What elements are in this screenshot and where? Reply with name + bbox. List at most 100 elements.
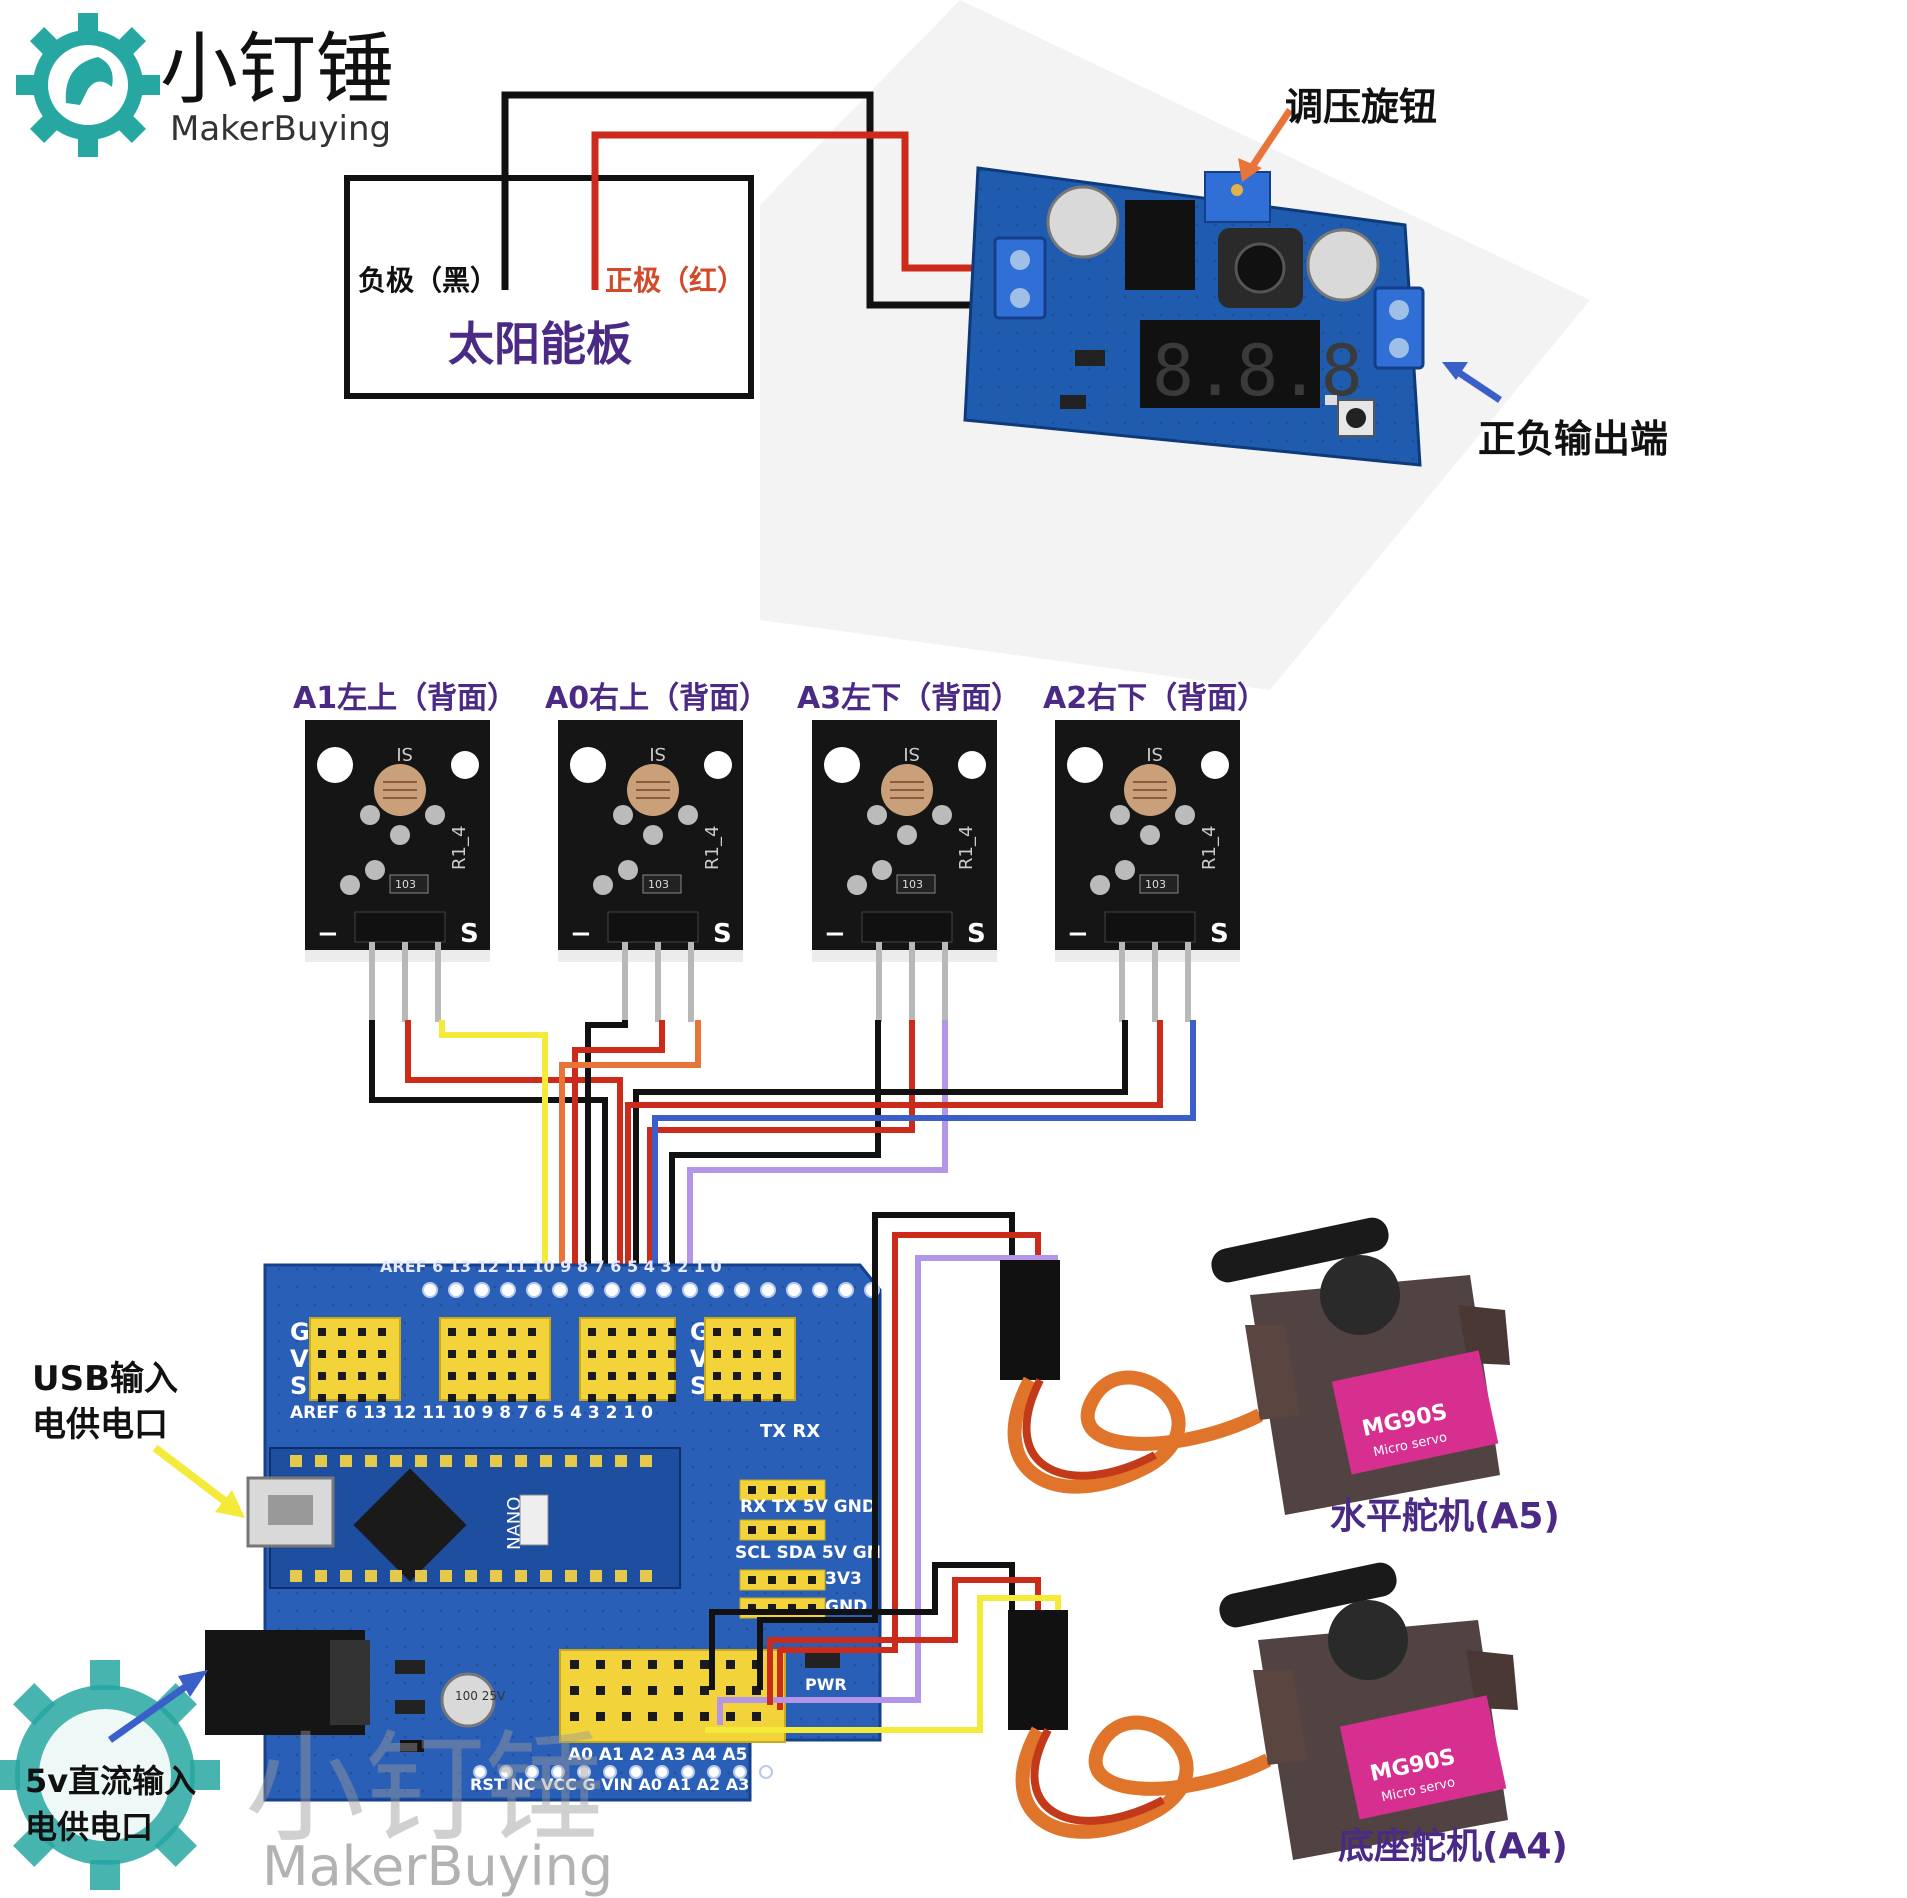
mount-hole-icon bbox=[570, 747, 606, 783]
i2c-label: SCL SDA 5V GND bbox=[735, 1543, 895, 1563]
pin-s-label: S bbox=[967, 919, 986, 949]
capacitor-icon bbox=[1306, 228, 1380, 302]
input-terminal bbox=[993, 236, 1047, 320]
mount-hole-icon bbox=[1067, 747, 1103, 783]
pin-s-label: S bbox=[713, 919, 732, 949]
solar-black-wire bbox=[501, 91, 1010, 309]
sensor-label-a1: A1左上（背面） bbox=[293, 681, 517, 716]
logo-cn: 小钉锤 bbox=[160, 25, 394, 115]
usb-label-2: 电供电口 bbox=[32, 1405, 168, 1445]
mount-hole-icon bbox=[317, 747, 353, 783]
servo-horizontal-label: 水平舵机(A5) bbox=[1330, 1496, 1560, 1537]
usb-arrow bbox=[152, 1444, 233, 1509]
sensor-label-a0: A0右上（背面） bbox=[545, 681, 769, 716]
pin-hole bbox=[682, 1282, 698, 1298]
gear-icon bbox=[0, 1660, 220, 1890]
sensor-si-label: SI bbox=[1146, 743, 1163, 764]
output-terminal bbox=[1373, 286, 1425, 370]
arrow-head-icon bbox=[215, 1490, 245, 1518]
solar-positive-label: 正极（红） bbox=[605, 264, 745, 297]
pin-hole bbox=[656, 1282, 672, 1298]
servo-base-label: 底座舵机(A4) bbox=[1338, 1826, 1568, 1867]
knob-arrow bbox=[1247, 108, 1293, 172]
pin-hole bbox=[604, 1282, 620, 1298]
pin-hole bbox=[708, 1282, 724, 1298]
sensor-si-label: SI bbox=[396, 743, 413, 764]
pin-hole bbox=[448, 1282, 464, 1298]
pin-hole bbox=[552, 1282, 568, 1298]
output-arrow bbox=[1453, 367, 1502, 403]
pin-hole bbox=[681, 1765, 695, 1779]
gvs-s-right: S bbox=[690, 1372, 707, 1400]
pin-hole bbox=[838, 1282, 854, 1298]
yellow-header-block bbox=[309, 1317, 401, 1402]
pin-hole bbox=[655, 1765, 669, 1779]
horizontal-servo: MG90S Micro servo bbox=[1000, 1217, 1510, 1515]
mount-hole-icon bbox=[451, 751, 479, 779]
potentiometer-knob bbox=[1204, 171, 1271, 223]
capacitor-icon bbox=[1046, 185, 1120, 259]
txrx-label: TX RX bbox=[760, 1421, 820, 1442]
sensor-pin bbox=[1119, 942, 1125, 1022]
reset-button bbox=[519, 1494, 549, 1546]
sensor-pin bbox=[1185, 942, 1191, 1022]
resistor-code: 103 bbox=[395, 878, 416, 891]
analog-header-block bbox=[559, 1649, 786, 1743]
logo-en-watermark: MakerBuying bbox=[262, 1835, 613, 1898]
pin-hole bbox=[759, 1765, 773, 1779]
gvs-g: G bbox=[290, 1318, 310, 1346]
pin-hole bbox=[629, 1765, 643, 1779]
sensor-chip-label: R1_4 bbox=[702, 826, 723, 870]
logo-en: MakerBuying bbox=[170, 109, 391, 149]
sensor-chip-label: R1_4 bbox=[956, 826, 977, 870]
usb-label-1: USB输入 bbox=[32, 1359, 178, 1399]
v33-label: 3V3 bbox=[825, 1569, 862, 1589]
mount-hole-icon bbox=[704, 751, 732, 779]
sensor-si-label: SI bbox=[649, 743, 666, 764]
pin-hole bbox=[734, 1282, 750, 1298]
sensor-shield-board: AREF 6 13 12 11 10 9 8 7 6 5 4 3 2 1 0 G… bbox=[205, 1257, 895, 1802]
base-servo: MG90S Micro servo bbox=[1008, 1562, 1518, 1860]
arrow-head-icon bbox=[1238, 158, 1262, 182]
yellow-header-block bbox=[739, 1479, 826, 1501]
sensor-pin bbox=[688, 942, 694, 1022]
sensor-pin bbox=[876, 942, 882, 1022]
board-top-pins: AREF 6 13 12 11 10 9 8 7 6 5 4 3 2 1 0 bbox=[380, 1257, 722, 1276]
sensor-chip-label: R1_4 bbox=[1199, 826, 1220, 870]
pin-hole bbox=[473, 1765, 487, 1779]
gvs-s: S bbox=[290, 1372, 307, 1400]
yellow-header-block bbox=[704, 1317, 796, 1402]
solar-red-wire bbox=[591, 131, 1010, 290]
resistor-code: 103 bbox=[648, 878, 669, 891]
dc-label-1: 5v直流输入 bbox=[25, 1762, 196, 1800]
pin-hole bbox=[707, 1765, 721, 1779]
logo-cn-watermark: 小钉锤 bbox=[245, 1720, 605, 1859]
mount-hole-icon bbox=[958, 751, 986, 779]
sensor-pin bbox=[622, 942, 628, 1022]
pin-hole bbox=[474, 1282, 490, 1298]
yellow-header-block bbox=[739, 1519, 826, 1541]
dc-arrow bbox=[107, 1677, 198, 1743]
pin-hole bbox=[760, 1282, 776, 1298]
logo-bottom: 小钉锤 MakerBuying bbox=[0, 1660, 613, 1898]
mount-hole-icon bbox=[824, 747, 860, 783]
cap-text: 100 25V bbox=[455, 1689, 506, 1703]
gvs-v: V bbox=[290, 1345, 309, 1373]
sensor-label-a2: A2右下（背面） bbox=[1043, 681, 1267, 716]
mount-hole-icon bbox=[1201, 751, 1229, 779]
sensor-pin bbox=[1152, 942, 1158, 1022]
pin-hole bbox=[630, 1282, 646, 1298]
sensor-label-a3: A3左下（背面） bbox=[797, 681, 1021, 716]
digital-row-labels: AREF 6 13 12 11 10 9 8 7 6 5 4 3 2 1 0 bbox=[290, 1403, 653, 1423]
arrow-head-icon bbox=[1442, 362, 1468, 380]
pin-hole bbox=[733, 1765, 747, 1779]
gear-icon bbox=[16, 13, 160, 157]
pin-hole bbox=[786, 1282, 802, 1298]
pin-hole bbox=[499, 1765, 513, 1779]
pin-hole bbox=[422, 1282, 438, 1298]
sensor-si-label: SI bbox=[903, 743, 920, 764]
dc-label-2: 电供电口 bbox=[25, 1808, 153, 1846]
